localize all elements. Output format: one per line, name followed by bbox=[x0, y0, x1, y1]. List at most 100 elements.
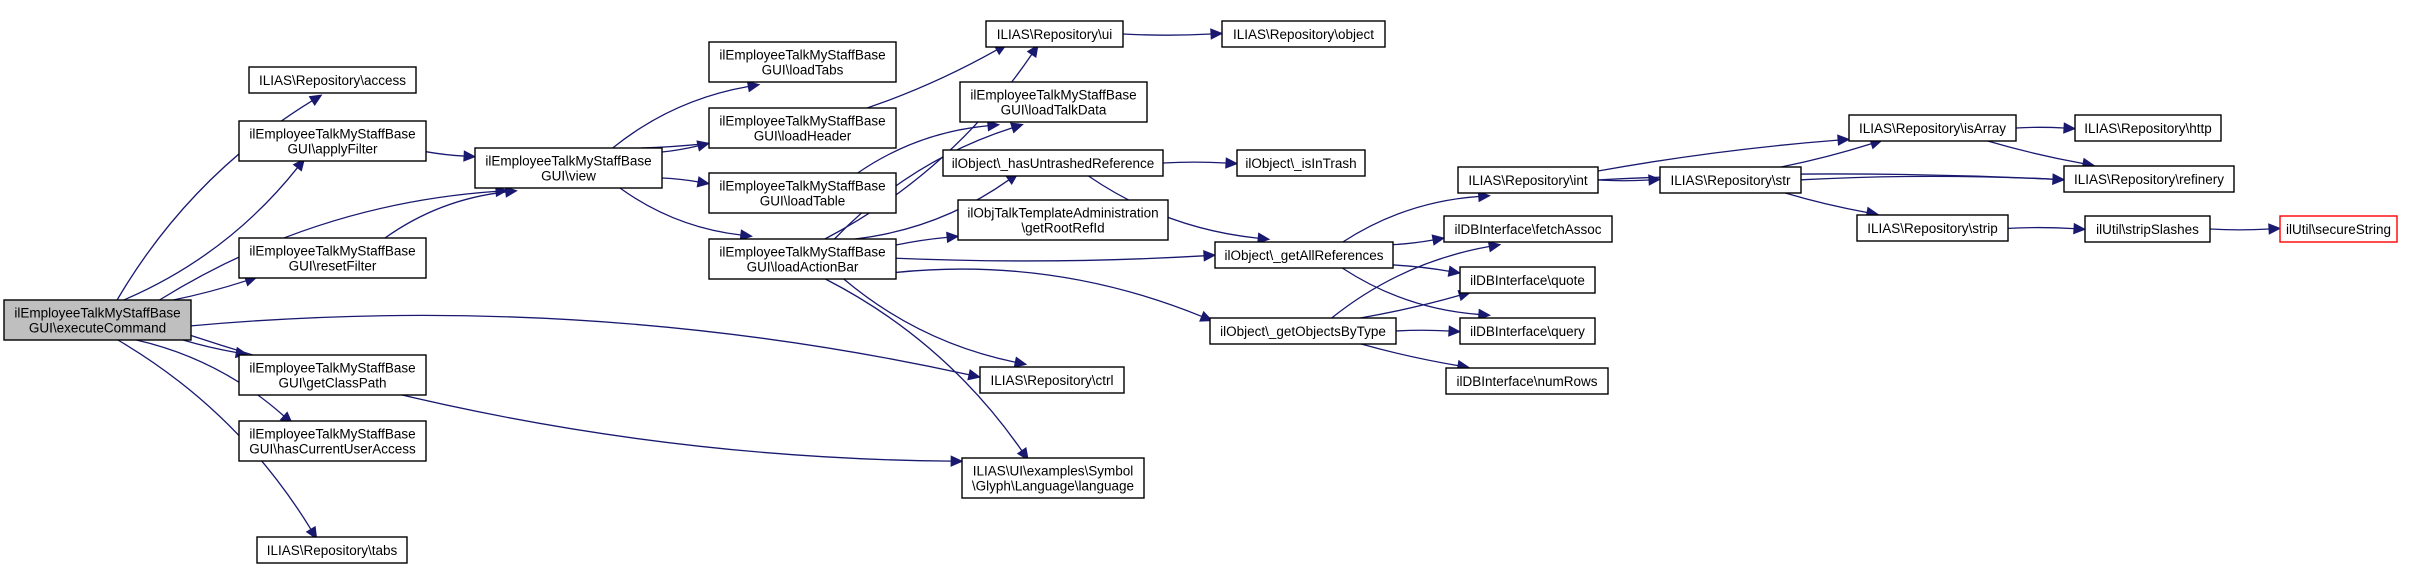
node-label: GUI\loadHeader bbox=[754, 129, 852, 144]
node-tabs[interactable]: ILIAS\Repository\tabs bbox=[256, 536, 408, 564]
edge-line bbox=[425, 151, 465, 157]
node-label: GUI\applyFilter bbox=[287, 142, 378, 157]
edge-line bbox=[1785, 192, 1868, 214]
edge-line bbox=[2015, 126, 2065, 129]
node-hasCurrentUserAccess[interactable]: ilEmployeeTalkMyStaffBaseGUI\hasCurrentU… bbox=[238, 420, 427, 462]
node-str[interactable]: ILIAS\Repository\str bbox=[1659, 166, 1802, 194]
node-numRows[interactable]: ilDBInterface\numRows bbox=[1445, 367, 1609, 395]
edge-view-to-loadActionBar bbox=[619, 187, 753, 241]
arrowhead-icon bbox=[2063, 122, 2077, 134]
node-isArray[interactable]: ILIAS\Repository\isArray bbox=[1848, 114, 2017, 142]
node-label: ilEmployeeTalkMyStaffBase bbox=[719, 245, 885, 260]
node-label: ilObject\_getObjectsByType bbox=[1220, 324, 1386, 339]
node-label: ilEmployeeTalkMyStaffBase bbox=[249, 427, 415, 442]
arrowhead-icon bbox=[1210, 28, 1224, 40]
node-box bbox=[1209, 317, 1397, 345]
node-getRootRefId[interactable]: ilObjTalkTemplateAdministration\getRootR… bbox=[957, 199, 1169, 241]
edge-line bbox=[2209, 228, 2270, 231]
node-access[interactable]: ILIAS\Repository\access bbox=[248, 66, 417, 94]
node-box bbox=[3, 299, 192, 341]
edge-line bbox=[1392, 239, 1434, 246]
node-ctrl[interactable]: ILIAS\Repository\ctrl bbox=[979, 366, 1125, 394]
arrowhead-icon bbox=[1009, 122, 1024, 134]
arrowhead-icon bbox=[463, 150, 477, 162]
node-label: GUI\view bbox=[541, 169, 596, 184]
node-label: ILIAS\UI\examples\Symbol bbox=[973, 464, 1134, 479]
node-box bbox=[1856, 214, 2009, 242]
node-strip[interactable]: ILIAS\Repository\strip bbox=[1856, 214, 2009, 242]
arrowhead-icon bbox=[1203, 250, 1217, 262]
node-label: ILIAS\Repository\access bbox=[259, 73, 406, 88]
arrowhead-icon bbox=[739, 229, 753, 241]
edge-loadActionBar-to-ctrl bbox=[843, 278, 1028, 368]
node-box bbox=[1459, 317, 1596, 345]
node-box bbox=[238, 120, 427, 162]
node-getClassPath[interactable]: ilEmployeeTalkMyStaffBaseGUI\getClassPat… bbox=[238, 354, 427, 396]
edge-line bbox=[1987, 140, 2084, 165]
edge-getObjectsByType-to-query bbox=[1395, 325, 1462, 337]
node-fetchAssoc[interactable]: ilDBInterface\fetchAssoc bbox=[1443, 215, 1613, 243]
edge-line bbox=[123, 167, 299, 301]
node-stripSlashes[interactable]: ilUtil\stripSlashes bbox=[2084, 215, 2211, 243]
node-label: GUI\hasCurrentUserAccess bbox=[249, 442, 416, 457]
edge-line bbox=[895, 255, 1205, 262]
edge-int-to-isArray bbox=[1597, 134, 1851, 172]
arrowhead-icon bbox=[1016, 447, 1029, 461]
arrowhead-icon bbox=[1225, 157, 1239, 169]
edge-line bbox=[1331, 245, 1490, 319]
node-getAllReferences[interactable]: ilObject\_getAllReferences bbox=[1214, 241, 1394, 269]
arrowhead-icon bbox=[1013, 356, 1028, 368]
edge-executeCommand-to-ctrl bbox=[190, 314, 981, 381]
edge-isArray-to-refinery bbox=[1987, 140, 2096, 170]
node-box bbox=[2084, 215, 2211, 243]
arrowhead-icon bbox=[1199, 310, 1214, 322]
arrowhead-icon bbox=[696, 176, 711, 188]
node-loadTalkData[interactable]: ilEmployeeTalkMyStaffBaseGUI\loadTalkDat… bbox=[959, 81, 1148, 123]
node-box bbox=[708, 41, 897, 83]
node-object[interactable]: ILIAS\Repository\object bbox=[1221, 20, 1386, 48]
node-box bbox=[238, 420, 427, 462]
node-label: ilUtil\secureString bbox=[2286, 222, 2391, 237]
node-getObjectsByType[interactable]: ilObject\_getObjectsByType bbox=[1209, 317, 1397, 345]
node-language[interactable]: ILIAS\UI\examples\Symbol\Glyph\Language\… bbox=[961, 457, 1145, 499]
node-quote[interactable]: ilDBInterface\quote bbox=[1459, 266, 1596, 294]
node-hasUntrashedReference[interactable]: ilObject\_hasUntrashedReference bbox=[942, 149, 1164, 177]
node-http[interactable]: ILIAS\Repository\http bbox=[2074, 114, 2222, 142]
node-label: GUI\getClassPath bbox=[278, 376, 386, 391]
node-label: ilUtil\stripSlashes bbox=[2096, 222, 2199, 237]
node-box bbox=[256, 536, 408, 564]
node-isInTrash[interactable]: ilObject\_isInTrash bbox=[1236, 149, 1366, 177]
nodes-layer: ilEmployeeTalkMyStaffBaseGUI\executeComm… bbox=[3, 20, 2398, 564]
arrowhead-icon bbox=[986, 120, 1001, 132]
node-loadActionBar[interactable]: ilEmployeeTalkMyStaffBaseGUI\loadActionB… bbox=[708, 238, 897, 280]
edge-view-to-loadTable bbox=[661, 176, 711, 188]
node-ui[interactable]: ILIAS\Repository\ui bbox=[985, 20, 1124, 48]
node-box bbox=[1236, 149, 1366, 177]
node-box bbox=[238, 237, 427, 279]
node-secureString[interactable]: ilUtil\secureString bbox=[2279, 215, 2398, 243]
edge-line bbox=[190, 314, 970, 376]
edge-line bbox=[1395, 329, 1450, 332]
node-label: ilObject\_getAllReferences bbox=[1224, 248, 1383, 263]
node-int[interactable]: ILIAS\Repository\int bbox=[1457, 166, 1599, 194]
node-label: ILIAS\Repository\tabs bbox=[267, 543, 398, 558]
node-query[interactable]: ilDBInterface\query bbox=[1459, 317, 1596, 345]
node-label: ILIAS\Repository\http bbox=[2084, 121, 2212, 136]
edge-line bbox=[619, 187, 741, 236]
edge-executeCommand-to-applyFilter bbox=[123, 158, 306, 301]
arrowhead-icon bbox=[2073, 222, 2087, 235]
node-label: GUI\loadTabs bbox=[762, 63, 844, 78]
edge-stripSlashes-to-secureString bbox=[2209, 223, 2282, 235]
node-refinery[interactable]: ILIAS\Repository\refinery bbox=[2063, 165, 2235, 193]
node-box bbox=[474, 147, 663, 189]
arrowhead-icon bbox=[967, 369, 981, 381]
node-executeCommand[interactable]: ilEmployeeTalkMyStaffBaseGUI\executeComm… bbox=[3, 299, 192, 341]
node-label: ilDBInterface\numRows bbox=[1456, 374, 1597, 389]
node-label: ilDBInterface\quote bbox=[1470, 273, 1585, 288]
